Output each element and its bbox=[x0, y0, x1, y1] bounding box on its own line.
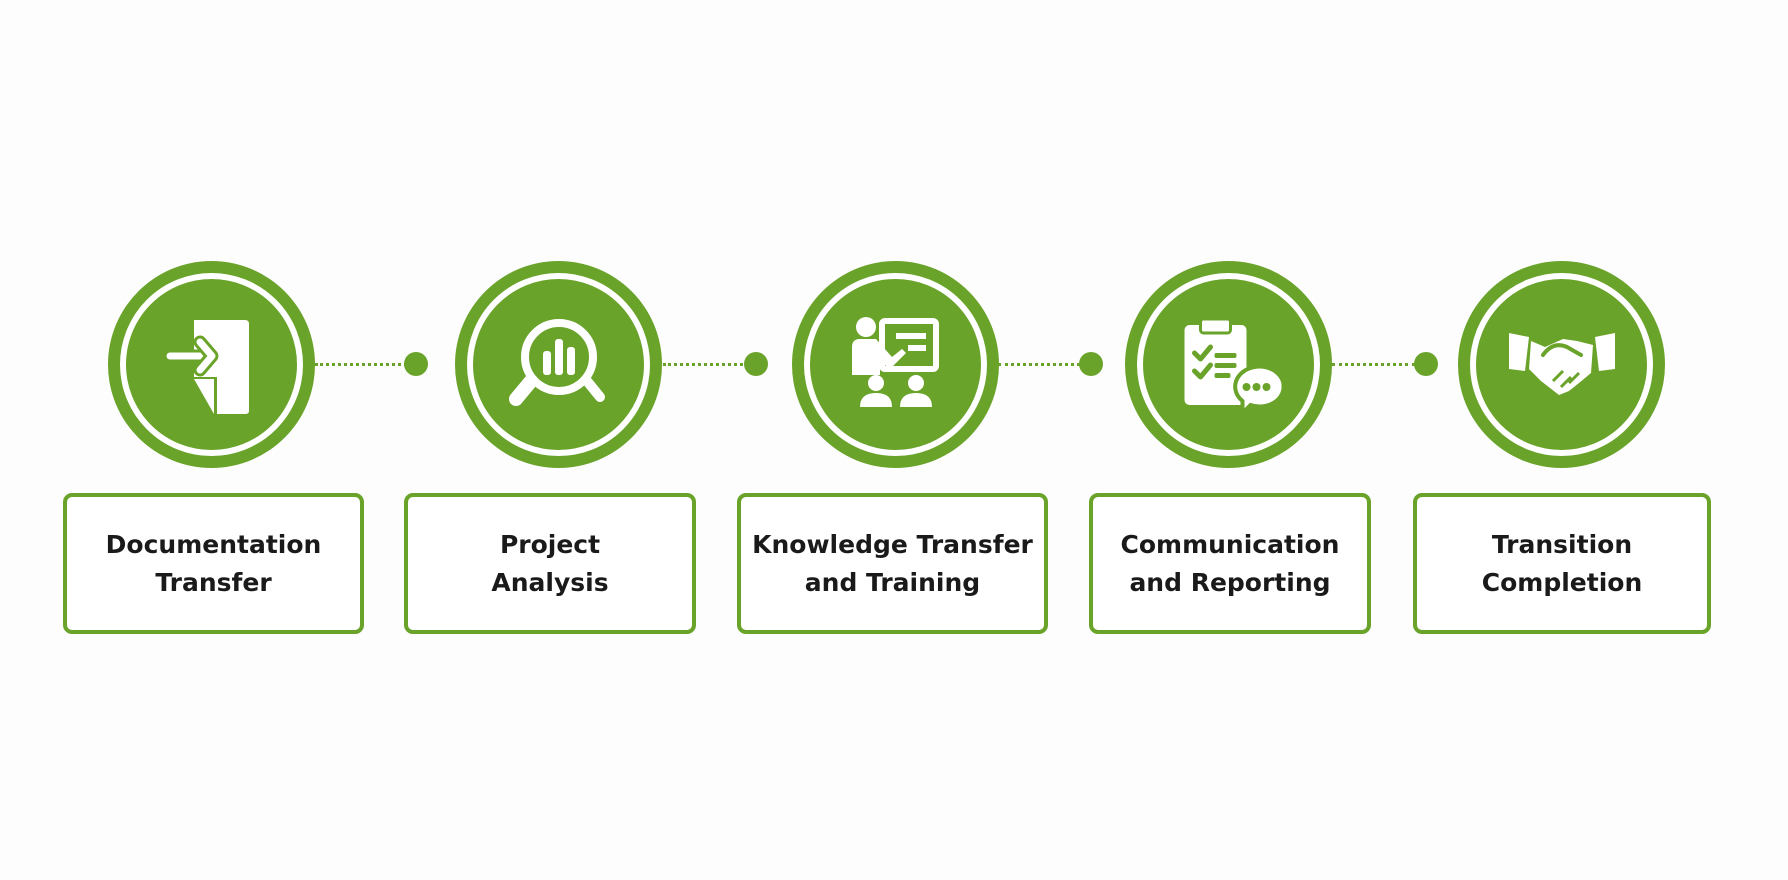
clipboard-chat-icon bbox=[1184, 317, 1281, 415]
step-1-label: Documentation Transfer bbox=[105, 529, 322, 597]
document-import-icon bbox=[163, 319, 249, 414]
connector-line-1 bbox=[315, 363, 407, 366]
connector-line-2 bbox=[663, 363, 743, 366]
connector-dot-1 bbox=[404, 352, 428, 376]
step-1-label-box: Documentation Transfer bbox=[63, 493, 364, 634]
step-5-label-box: Transition Completion bbox=[1413, 493, 1711, 634]
connector-dot-3 bbox=[1079, 352, 1103, 376]
connector-line-3 bbox=[998, 363, 1080, 366]
step-5-label: Transition Completion bbox=[1481, 529, 1643, 597]
step-2-circle bbox=[455, 261, 662, 468]
connector-dot-2 bbox=[744, 352, 768, 376]
step-4-circle bbox=[1125, 261, 1332, 468]
step-5-circle bbox=[1458, 261, 1665, 468]
presenter-training-icon bbox=[851, 316, 939, 407]
magnifier-bar-chart-icon bbox=[508, 318, 605, 406]
step-3-label-box: Knowledge Transfer and Training bbox=[737, 493, 1048, 634]
step-4-label: Communication and Reporting bbox=[1120, 529, 1340, 597]
step-2-label: Project Analysis bbox=[491, 529, 609, 597]
step-3-circle bbox=[792, 261, 999, 468]
step-2-label-box: Project Analysis bbox=[404, 493, 696, 634]
step-1-circle bbox=[108, 261, 315, 468]
step-3-label: Knowledge Transfer and Training bbox=[752, 529, 1033, 597]
connector-dot-4 bbox=[1414, 352, 1438, 376]
step-4-label-box: Communication and Reporting bbox=[1089, 493, 1371, 634]
handshake-icon bbox=[1508, 332, 1615, 395]
connector-line-4 bbox=[1332, 363, 1415, 366]
